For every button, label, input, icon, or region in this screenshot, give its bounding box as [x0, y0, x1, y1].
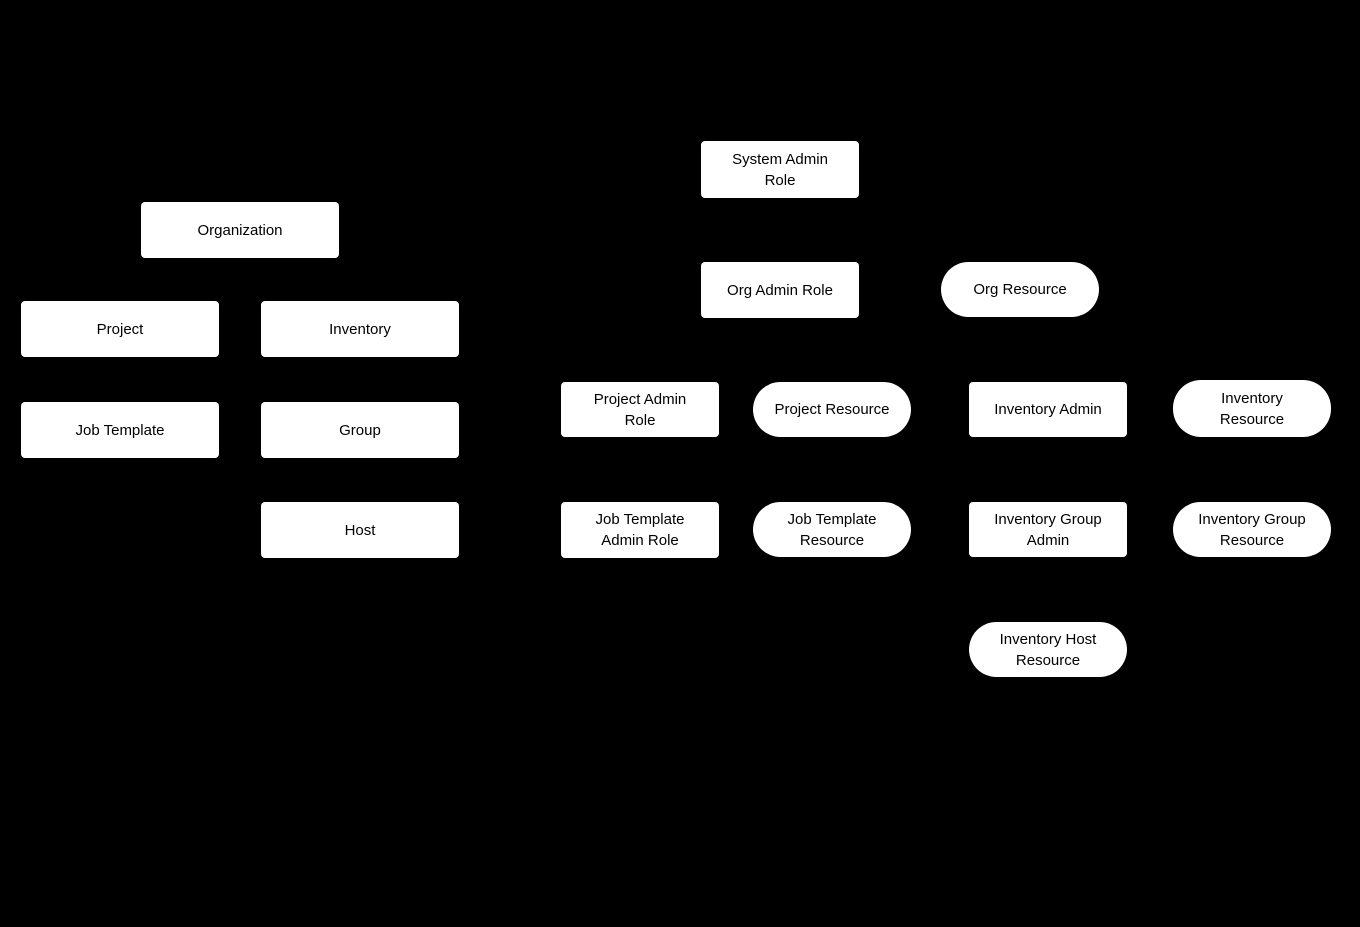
node-label: Inventory Group Admin: [994, 510, 1102, 549]
node-inventory-group-admin: Inventory Group Admin: [969, 502, 1127, 557]
node-group: Group: [261, 402, 459, 458]
node-inventory-resource: Inventory Resource: [1173, 380, 1331, 437]
node-project-admin-role: Project Admin Role: [561, 382, 719, 437]
node-label: Host: [344, 521, 376, 539]
node-organization: Organization: [141, 202, 339, 258]
node-job-template-admin-role: Job Template Admin Role: [561, 502, 719, 558]
node-label: Organization: [197, 221, 283, 239]
node-label: System Admin Role: [732, 150, 828, 189]
node-label: Job Template Resource: [787, 510, 877, 549]
node-inventory-group-resource: Inventory Group Resource: [1173, 502, 1331, 557]
node-project: Project: [21, 301, 219, 357]
node-org-admin-role: Org Admin Role: [701, 262, 859, 318]
node-label: Job Template: [75, 421, 165, 439]
node-label: Project: [96, 320, 144, 338]
node-label: Inventory Admin: [994, 401, 1102, 418]
node-label: Project Admin Role: [593, 390, 687, 429]
node-label: Inventory Host Resource: [999, 630, 1097, 669]
node-label: Inventory Resource: [1219, 389, 1285, 428]
node-label: Project Resource: [774, 401, 890, 418]
node-label: Job Template Admin Role: [595, 511, 685, 549]
node-label: Group: [339, 421, 381, 439]
node-org-resource: Org Resource: [941, 262, 1099, 317]
node-job-template: Job Template: [21, 402, 219, 458]
node-system-admin-role: System Admin Role: [701, 141, 859, 198]
node-label: Inventory Group Resource: [1198, 510, 1306, 549]
node-label: Org Resource: [973, 281, 1067, 298]
node-label: Org Admin Role: [727, 281, 833, 299]
node-label: Inventory: [329, 320, 391, 338]
node-inventory-admin: Inventory Admin: [969, 382, 1127, 437]
node-inventory-host-resource: Inventory Host Resource: [969, 622, 1127, 677]
node-inventory: Inventory: [261, 301, 459, 357]
node-job-template-resource: Job Template Resource: [753, 502, 911, 557]
node-host: Host: [261, 502, 459, 558]
node-project-resource: Project Resource: [753, 382, 911, 437]
